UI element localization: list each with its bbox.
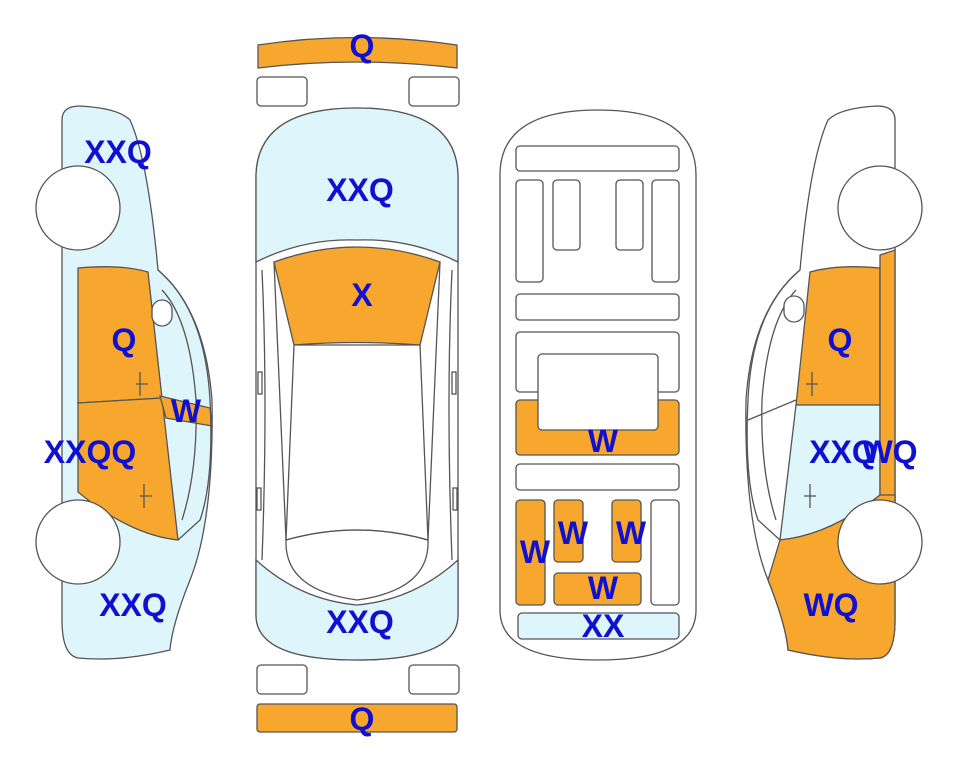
floor-panel-rear-mid1[interactable] (553, 499, 584, 563)
right-front-door-label: Q (828, 322, 853, 358)
left-rear-door-panel[interactable] (77, 397, 179, 541)
floor-panel-rear-low[interactable] (553, 572, 642, 606)
left-handle-rear (140, 484, 152, 508)
rear-bumper-label: Q (350, 701, 375, 737)
right-handle-rear (804, 484, 816, 508)
front-bumper-panel[interactable] (257, 36, 458, 69)
floor-panel-rear-right (650, 499, 680, 606)
top-right-handle (452, 487, 458, 511)
front-bumper-label: Q (350, 28, 375, 64)
left-front-wheel (35, 165, 121, 251)
rear-light-right (408, 664, 460, 695)
top-left-mirror (257, 371, 263, 395)
floor-rear-panel-label: XX (582, 608, 625, 644)
floor-panel-front (515, 145, 680, 172)
floor-panel-fl (515, 179, 544, 283)
top-left-handle (256, 487, 262, 511)
floor-panel-rear-left[interactable] (515, 499, 546, 606)
top-right-side-line (448, 269, 453, 561)
left-window-inner (161, 289, 197, 521)
left-front-fender-label: XXQ (84, 134, 152, 170)
left-side-mirror (151, 299, 173, 327)
top-trunk-label: XXQ (326, 604, 394, 640)
left-rear-wheel (35, 499, 121, 585)
top-hood-label: XXQ (326, 172, 394, 208)
top-right-mirror (451, 371, 457, 395)
top-rear-window (285, 529, 429, 601)
right-window-line (746, 269, 801, 541)
rear-light-left (256, 664, 308, 695)
left-mirror-label: W (171, 393, 202, 429)
left-mirror-panel[interactable] (159, 395, 213, 427)
top-right-door-line (427, 261, 441, 541)
floor-rear-mid2-label: W (616, 515, 647, 551)
left-front-door-label: Q (112, 322, 137, 358)
floor-panel-fr2 (615, 179, 644, 251)
top-hood-panel[interactable] (255, 107, 459, 264)
floor-panel-fr (651, 179, 680, 283)
rear-bumper-panel[interactable] (256, 703, 458, 733)
top-left-side-line (261, 269, 266, 561)
top-windshield-label: X (351, 277, 373, 313)
right-handle-front (806, 372, 818, 396)
right-rear-quarter-label: WQ (803, 587, 858, 623)
floor-panel-mid1 (515, 293, 680, 321)
right-front-wheel (837, 165, 923, 251)
left-rocker-label: XXQQ (44, 434, 136, 470)
floor-panel-rear[interactable] (517, 612, 680, 640)
left-front-door-panel[interactable] (77, 266, 163, 404)
left-handle-front (136, 372, 148, 396)
left-rear-quarter-label: XXQ (99, 587, 167, 623)
right-pillar-label: WQ (862, 434, 917, 470)
right-front-door-panel[interactable] (795, 266, 881, 406)
top-trunk-panel[interactable] (255, 558, 459, 661)
top-left-door-line (273, 261, 287, 541)
right-window-inner (761, 289, 797, 521)
floor-panel-rear-mid2[interactable] (611, 499, 642, 563)
floor-rear-low-label: W (588, 570, 619, 606)
right-rear-door-label: XXQ (809, 434, 877, 470)
floor-rear-mid1-label: W (558, 515, 589, 551)
floor-panel-cross (515, 463, 680, 491)
left-window-line (157, 269, 212, 541)
floor-center-label: W (588, 423, 619, 459)
right-rear-wheel (837, 499, 923, 585)
floor-panel-fl2 (552, 179, 581, 251)
floor-tunnel (537, 353, 659, 431)
right-mirror-line (747, 399, 797, 421)
floor-rear-left-label: W (520, 534, 551, 570)
front-headlight-right (408, 76, 460, 107)
right-side-mirror (783, 295, 805, 323)
front-headlight-left (256, 76, 308, 107)
